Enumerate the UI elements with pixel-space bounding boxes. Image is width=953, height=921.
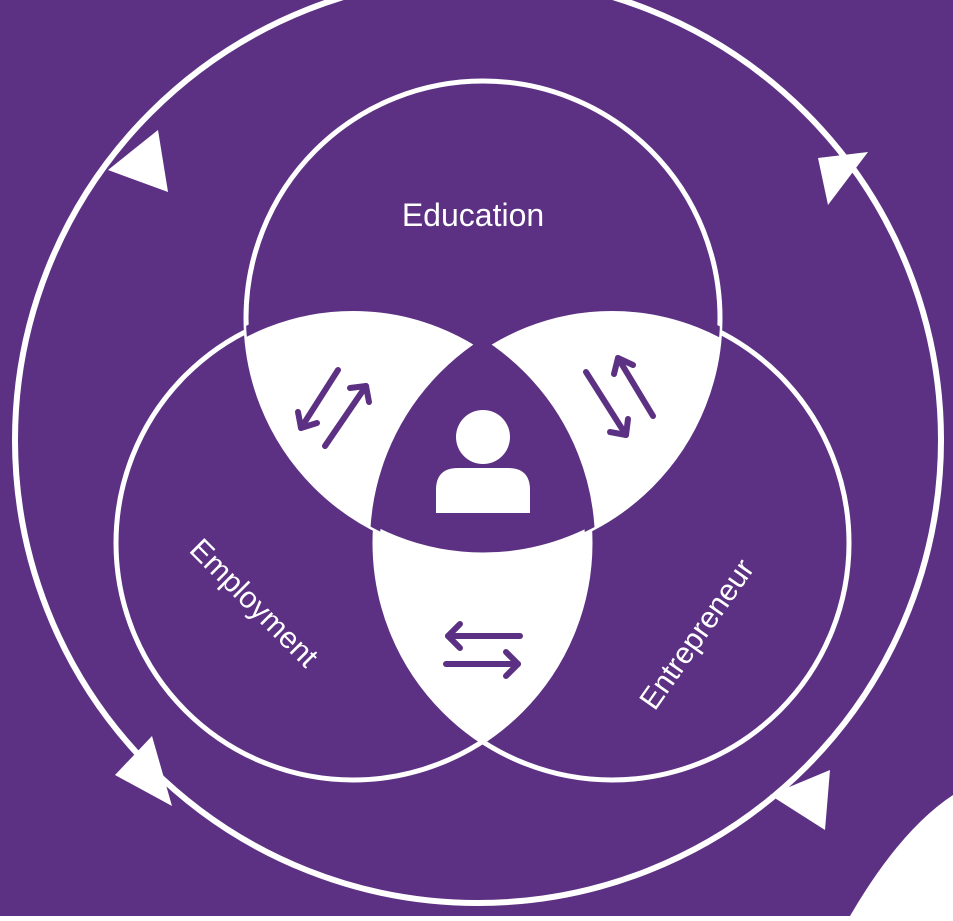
horizontal-two-way-arrows-icon	[443, 621, 523, 679]
two-way-arrows-right-icon	[583, 355, 656, 438]
cycle-arrow-bottom-right-icon	[770, 770, 830, 830]
person-icon	[436, 410, 530, 513]
cycle-arrow-bottom-left-icon	[115, 736, 172, 806]
education-label: Education	[402, 197, 544, 233]
outer-cycle-ring	[12, 0, 944, 906]
cycle-arrow-top-right-icon	[818, 152, 868, 205]
two-way-arrows-left-icon	[295, 367, 372, 449]
cycle-arrow-top-left-icon	[108, 130, 168, 192]
education-circle	[243, 78, 723, 558]
